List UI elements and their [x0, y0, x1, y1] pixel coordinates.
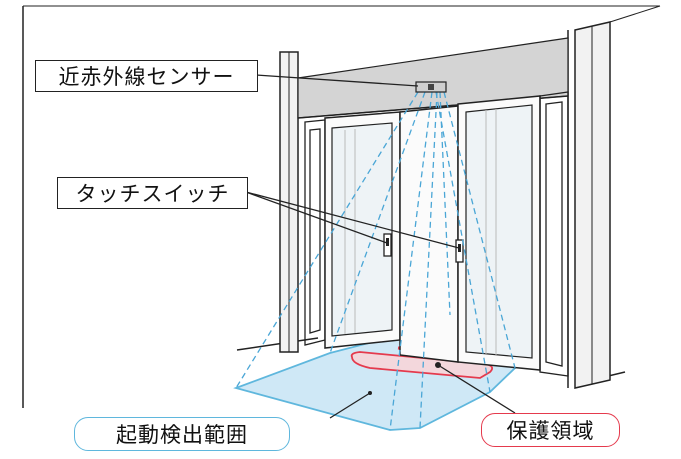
- touch-switch-icon: [383, 233, 464, 263]
- sensor-beams: [235, 91, 516, 431]
- protection-area-label: 保護領域: [481, 413, 620, 447]
- protection-area: [350, 351, 494, 379]
- activation-range-label: 起動検出範囲: [74, 417, 290, 451]
- sensor-label: 近赤外線センサー: [35, 60, 258, 92]
- right-fixed-panel: [539, 91, 569, 377]
- right-pillar: [567, 5, 661, 389]
- leader-dot: [368, 391, 372, 395]
- leader-dot: [435, 362, 441, 368]
- touch-switch-label: タッチスイッチ: [57, 177, 248, 209]
- sensor-icon: [415, 81, 447, 93]
- leader-lines: [245, 74, 516, 419]
- left-fixed-panel: [304, 119, 326, 346]
- left-sliding-door: [324, 111, 401, 349]
- right-sliding-door: [399, 95, 541, 371]
- left-pillar: [279, 51, 299, 353]
